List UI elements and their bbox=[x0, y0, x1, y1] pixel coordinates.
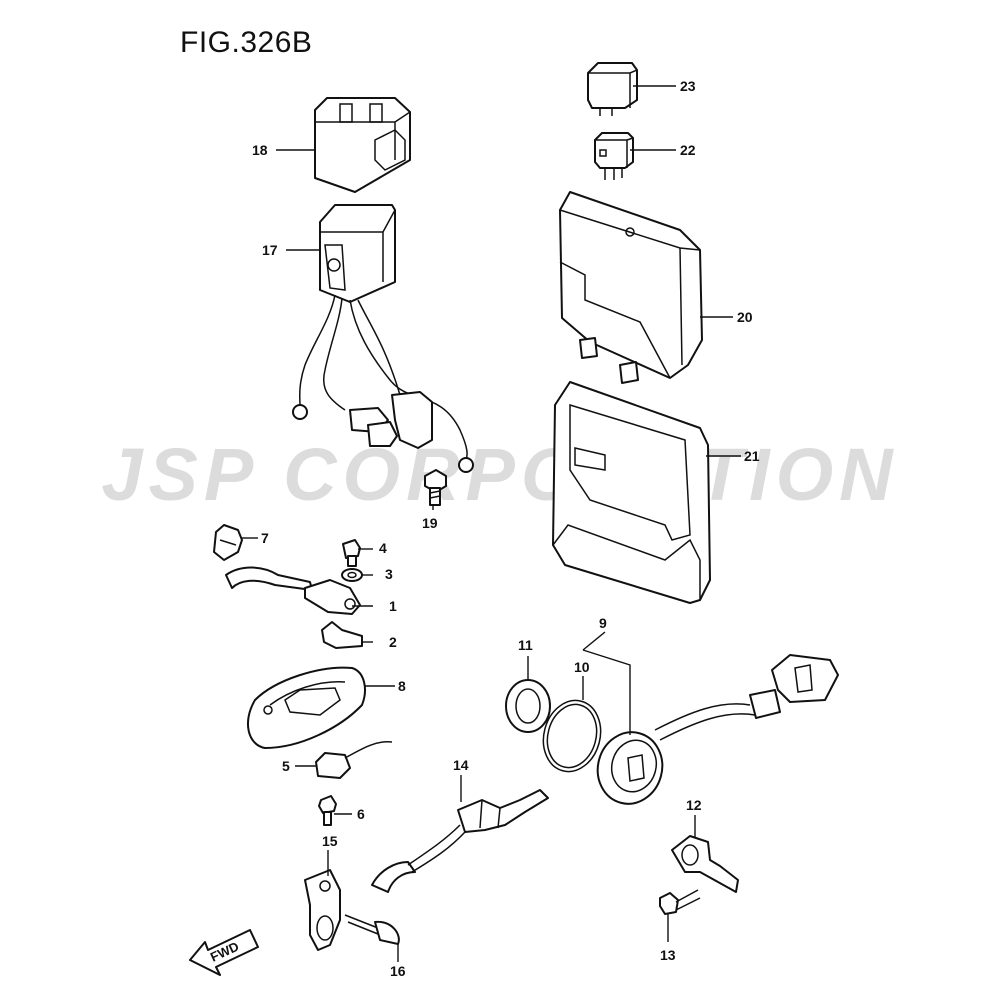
callout-14: 14 bbox=[453, 757, 469, 773]
part-21-ecu-cushion[interactable] bbox=[552, 381, 711, 604]
callout-23: 23 bbox=[680, 78, 696, 94]
part-10-o-ring[interactable] bbox=[536, 694, 609, 778]
figure-title: FIG.326B bbox=[180, 26, 313, 59]
part-12-clamp[interactable] bbox=[671, 835, 739, 893]
watermark: JSP CORPORATION bbox=[101, 433, 899, 516]
callout-12: 12 bbox=[686, 797, 702, 813]
part-11-grommet[interactable] bbox=[505, 679, 551, 733]
part-8-cover[interactable] bbox=[247, 666, 366, 749]
part-4-bolt[interactable] bbox=[342, 539, 361, 567]
part-22-relay[interactable] bbox=[594, 132, 634, 180]
callout-9: 9 bbox=[599, 615, 607, 631]
part-16-screw[interactable] bbox=[344, 914, 400, 945]
callout-17: 17 bbox=[262, 242, 278, 258]
callout-11: 11 bbox=[518, 637, 533, 653]
callout-15: 15 bbox=[322, 833, 338, 849]
part-23-relay[interactable] bbox=[587, 62, 638, 116]
callout-3: 3 bbox=[385, 566, 393, 582]
part-3-washer[interactable] bbox=[341, 568, 363, 582]
part-14-harness[interactable] bbox=[371, 789, 549, 893]
callout-5: 5 bbox=[282, 758, 290, 774]
callout-21: 21 bbox=[744, 448, 760, 464]
callout-8: 8 bbox=[398, 678, 406, 694]
part-15-clamp[interactable] bbox=[304, 869, 341, 951]
part-6-screw[interactable] bbox=[318, 795, 337, 826]
part-19-bolt[interactable] bbox=[424, 469, 447, 506]
part-7-clip[interactable] bbox=[213, 524, 243, 561]
callout-16: 16 bbox=[390, 963, 406, 979]
part-13-bolt[interactable] bbox=[659, 889, 701, 915]
leader-lines bbox=[242, 85, 741, 962]
part-1-pickup-coil[interactable] bbox=[225, 566, 361, 615]
callout-18: 18 bbox=[252, 142, 268, 158]
part-5-sensor[interactable] bbox=[315, 741, 393, 779]
part-17-regulator-harness[interactable] bbox=[292, 204, 474, 473]
part-9-socket[interactable] bbox=[590, 654, 839, 811]
callout-20: 20 bbox=[737, 309, 753, 325]
callout-22: 22 bbox=[680, 142, 696, 158]
callout-labels: 23 22 18 17 20 21 19 7 4 3 1 2 8 5 6 15 … bbox=[252, 78, 760, 979]
callout-2: 2 bbox=[389, 634, 397, 650]
callout-1: 1 bbox=[389, 598, 397, 614]
part-2-sensor[interactable] bbox=[321, 621, 363, 649]
part-18-connector-cover[interactable] bbox=[314, 97, 411, 193]
callout-13: 13 bbox=[660, 947, 676, 963]
callout-4: 4 bbox=[379, 540, 387, 556]
callout-6: 6 bbox=[357, 806, 365, 822]
callout-10: 10 bbox=[574, 659, 590, 675]
fwd-direction-arrow: FWD bbox=[189, 929, 259, 976]
callout-19: 19 bbox=[422, 515, 438, 531]
part-20-ecu[interactable] bbox=[559, 191, 703, 384]
callout-7: 7 bbox=[261, 530, 269, 546]
